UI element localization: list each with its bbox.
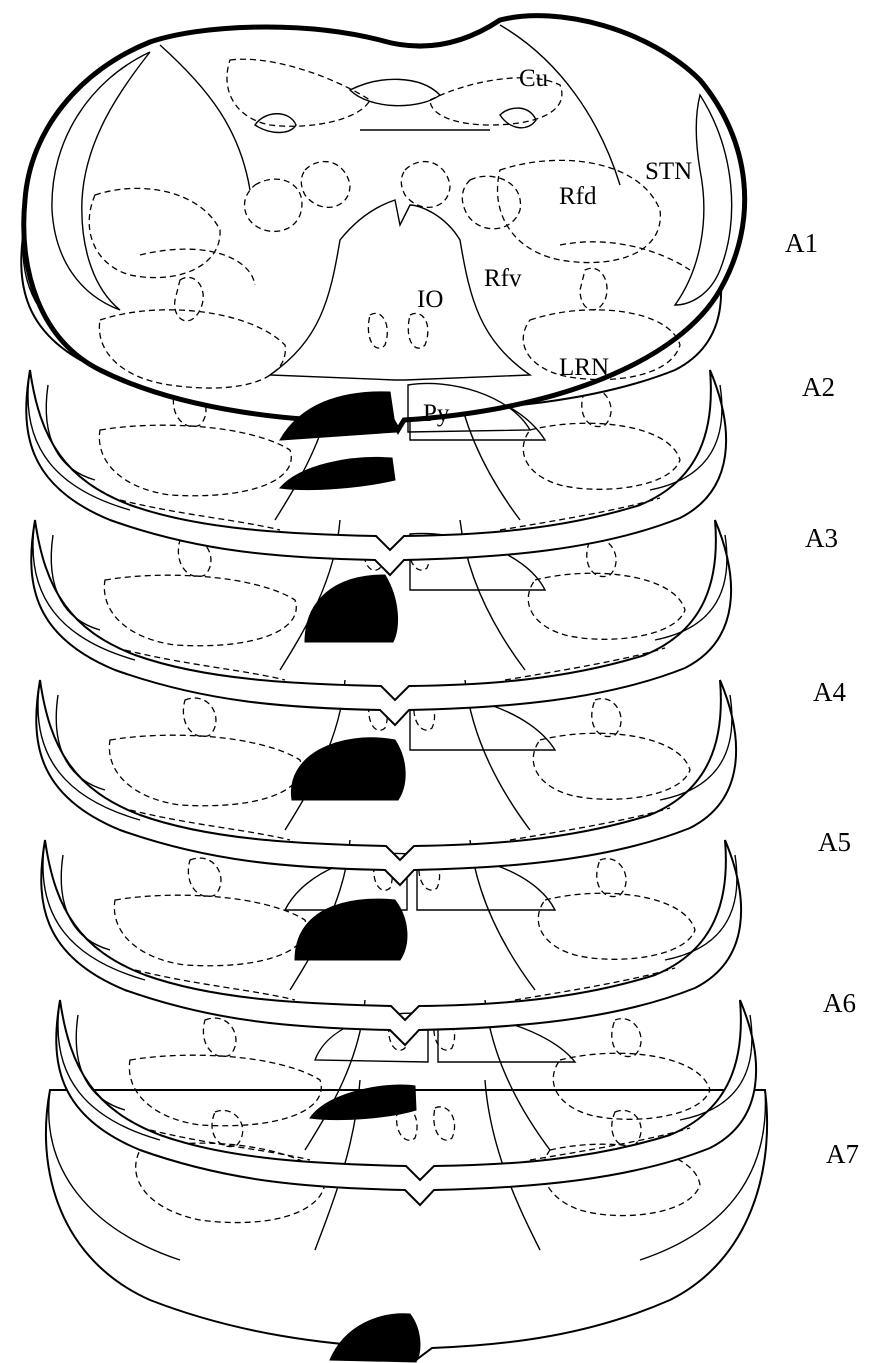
label-py: Py: [423, 400, 450, 427]
level-label-a5: A5: [818, 827, 851, 857]
label-rfd: Rfd: [559, 183, 597, 210]
label-lrn: LRN: [559, 354, 609, 381]
label-rfv: Rfv: [484, 265, 522, 292]
lesion-a5: [291, 738, 405, 800]
lesion-a4: [305, 575, 398, 642]
level-label-a2: A2: [802, 372, 835, 402]
section-a7: [46, 1080, 767, 1362]
level-label-a3: A3: [805, 523, 838, 553]
level-label-a1: A1: [785, 228, 818, 258]
label-cu: Cu: [519, 65, 549, 92]
level-label-a4: A4: [813, 677, 846, 707]
lesion-a6: [295, 899, 407, 960]
lesion-a3: [280, 457, 395, 489]
level-label-a7: A7: [826, 1139, 859, 1169]
label-io: IO: [417, 286, 443, 313]
level-label-a6: A6: [823, 988, 856, 1018]
label-stn: STN: [645, 158, 692, 185]
